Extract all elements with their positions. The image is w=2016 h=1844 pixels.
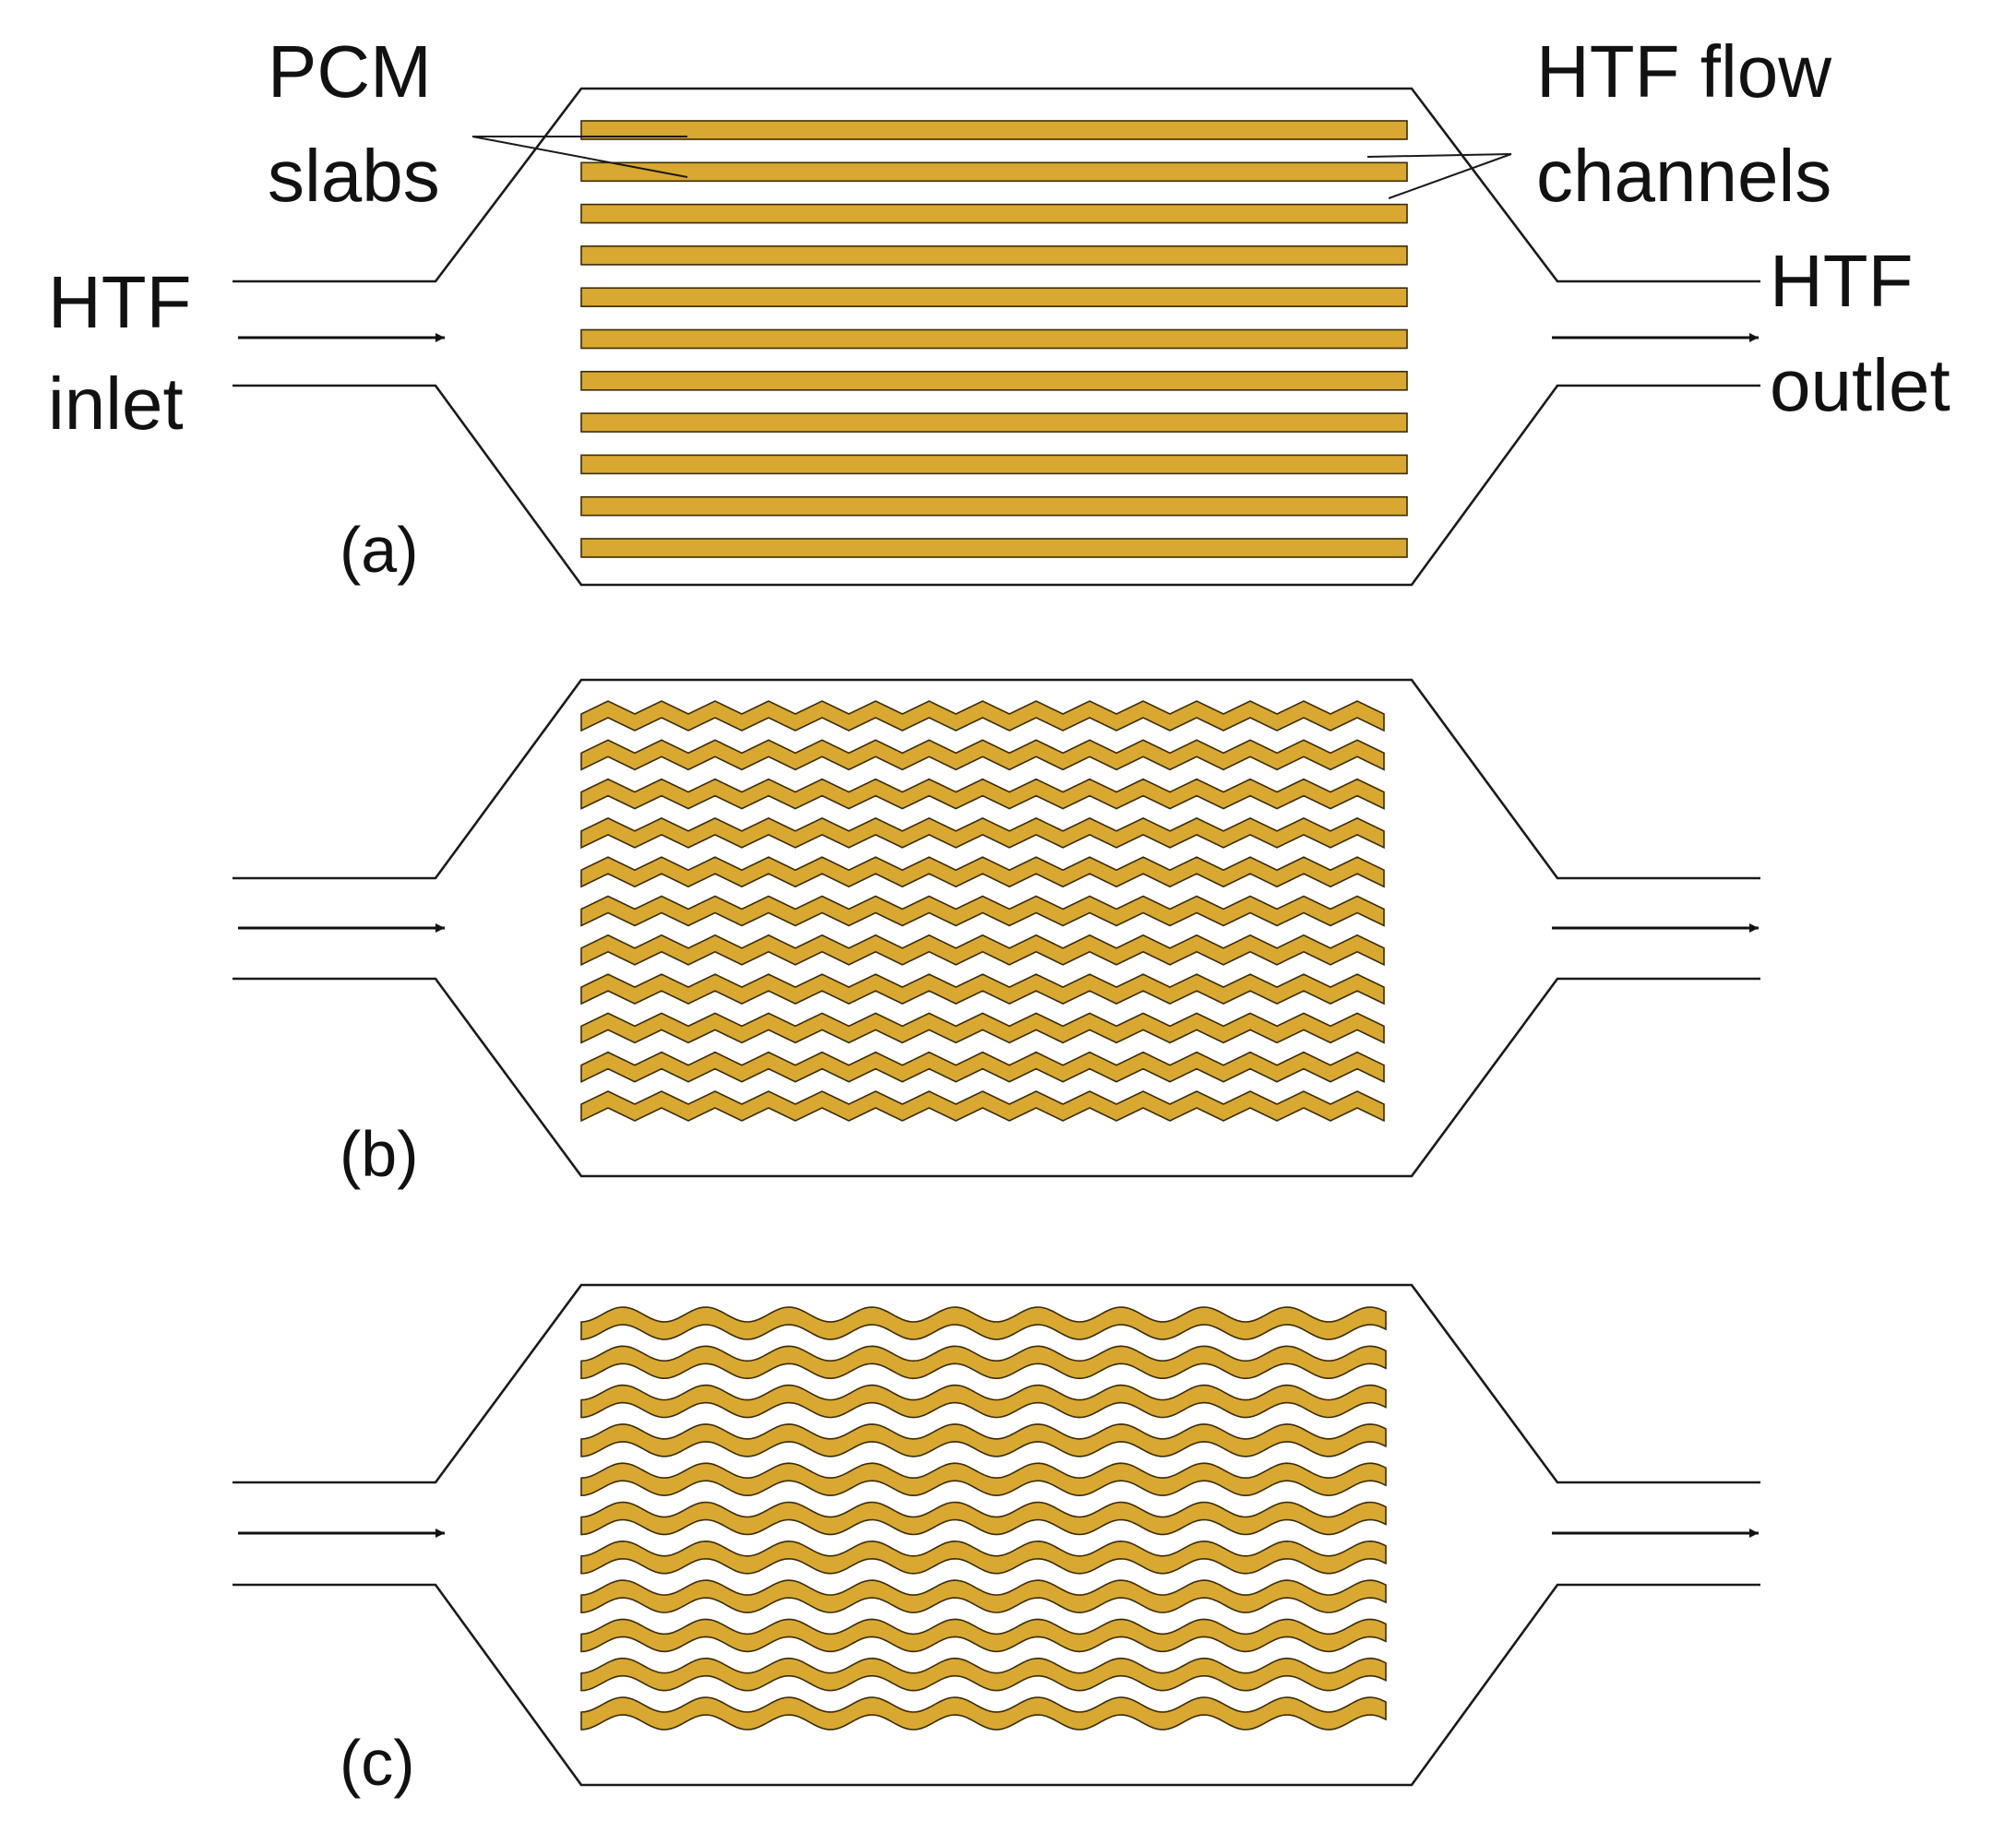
channel-leader-line-2 [1388,153,1512,199]
pcm-slab-zigzag [580,1051,1385,1083]
pcm-slab-zigzag [580,817,1385,850]
pcm-slab-wavy [580,1501,1387,1536]
htf-outlet-label-line2: outlet [1770,344,1950,426]
pcm-slab-wavy [580,1345,1387,1380]
pcm-slab-wavy [580,1579,1387,1613]
pcm-slabs-label-line1: PCM [268,30,432,113]
pcm-slab-straight [580,370,1408,391]
panel-c-label: (c) [340,1727,415,1799]
pcm-slab-straight [580,203,1408,224]
panel-a-housing-bottom-outline [233,384,1760,587]
pcm-slab-zigzag [580,700,1385,732]
panel-a-housing-top-outline [233,87,1760,283]
pcm-slab-wavy [580,1423,1387,1457]
pcm-slabs-label-line2: slabs [268,135,440,217]
pcm-slab-zigzag [580,856,1385,888]
htf-channels-label-line2: channels [1536,135,1831,217]
panel-b-zigzag-slabs: (b) [233,678,1760,1190]
pcm-slab-straight [580,287,1408,308]
pcm-slab-zigzag [580,895,1385,927]
pcm-slab-wavy [580,1306,1387,1340]
pcm-slab-straight [580,495,1408,517]
panel-c-wavy-slabs: (c) [233,1283,1760,1799]
panel-b-label: (b) [340,1118,419,1190]
pcm-slab-wavy [580,1618,1387,1653]
pcm-slab-zigzag [580,934,1385,967]
pcm-slab-wavy [580,1384,1387,1419]
panel-c-housing-bottom-outline [233,1583,1760,1787]
pcm-leader-line-2 [471,136,688,178]
pcm-slab-straight [580,454,1408,475]
panel-c-housing-top-outline [233,1283,1760,1484]
htf-channels-label-line1: HTF flow [1536,30,1831,113]
pcm-slab-zigzag [580,739,1385,771]
pcm-slab-straight [580,120,1408,140]
pcm-slab-zigzag [580,778,1385,810]
pcm-slab-zigzag [580,1090,1385,1123]
pcm-slab-straight [580,161,1408,183]
panel-b-pcm-slab-group [580,700,1385,1123]
htf-inlet-label-line2: inlet [48,363,184,445]
panel-c-pcm-slab-group [580,1306,1387,1731]
pcm-slab-wavy [580,1657,1387,1692]
pcm-slab-wavy [580,1462,1387,1497]
panel-b-housing-bottom-outline [233,977,1760,1178]
pcm-slab-zigzag [580,973,1385,1005]
panel-a-pcm-slab-group [580,120,1408,558]
pcm-slab-wavy [580,1696,1387,1731]
pcm-slab-zigzag [580,1012,1385,1044]
pcm-slab-straight [580,245,1408,266]
pcm-slab-wavy [580,1540,1387,1575]
htf-channels-leader-lines [1366,153,1512,199]
panel-a-straight-slabs: (a) [233,87,1760,587]
pcm-slab-straight [580,538,1408,558]
htf-inlet-label-line1: HTF [48,261,192,343]
pcm-slab-straight [580,328,1408,350]
htf-outlet-label-line1: HTF [1770,240,1914,322]
pcm-slab-straight [580,412,1408,433]
panel-b-housing-top-outline [233,678,1760,880]
pcm-slabs-leader-lines [471,136,688,178]
channel-leader-line-1 [1366,153,1512,158]
panel-a-label: (a) [340,514,419,586]
